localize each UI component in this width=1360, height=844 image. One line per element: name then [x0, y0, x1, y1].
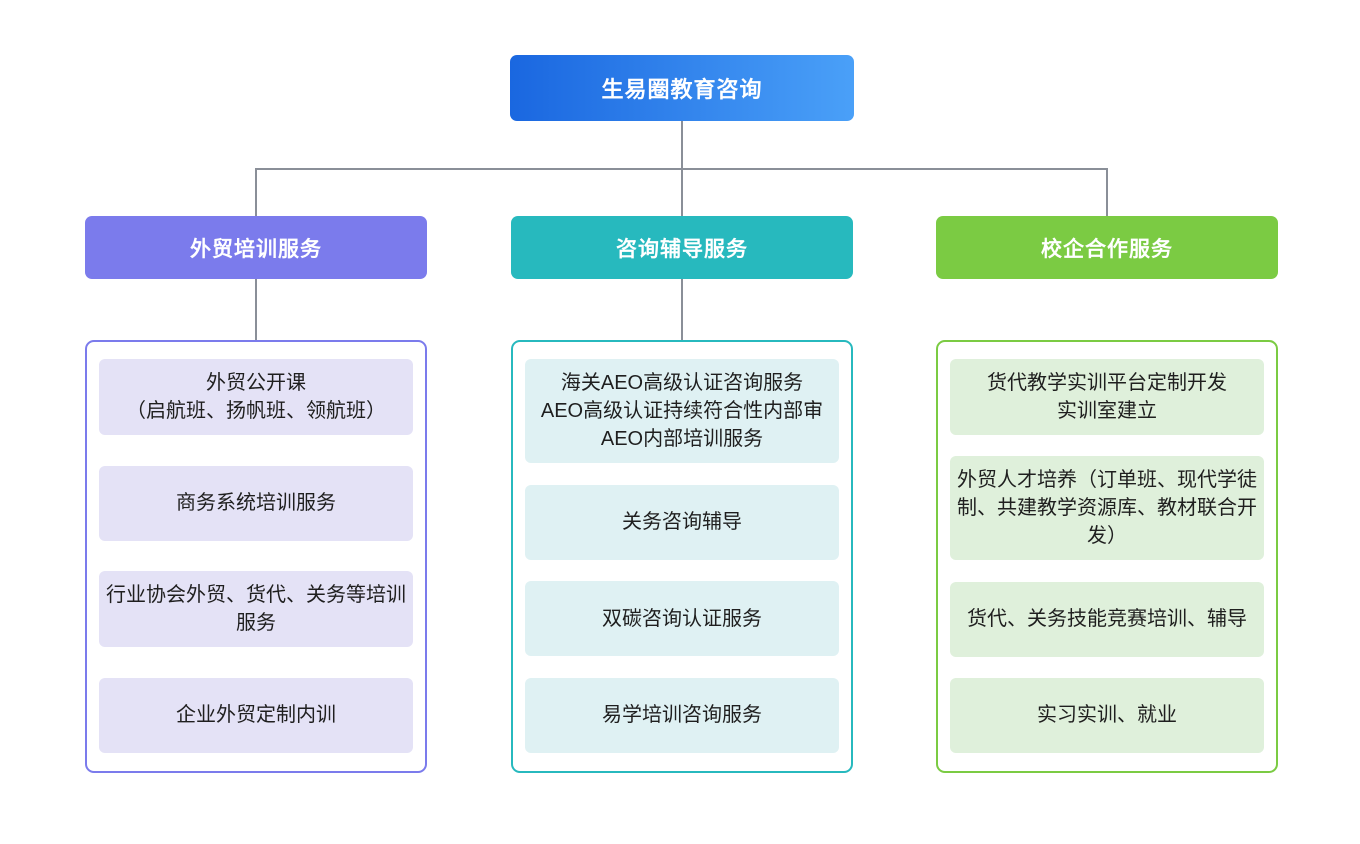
service-item-label: 行业协会外贸、货代、关务等培训服务	[106, 584, 406, 635]
service-item-label: 货代教学实训平台定制开发 实训室建立	[987, 372, 1227, 422]
service-item: 企业外贸定制内训	[99, 677, 413, 753]
service-item-label: 外贸人才培养（订单班、现代学徒制、共建教学资源库、教材联合开发）	[957, 469, 1257, 548]
connector-horizontal-spine	[256, 168, 1107, 170]
service-item: 货代教学实训平台定制开发 实训室建立	[950, 359, 1264, 435]
branch-header-school-cooperation: 校企合作服务	[936, 216, 1278, 279]
service-item-label: 企业外贸定制内训	[176, 704, 336, 727]
branch-container-consulting: 海关AEO高级认证咨询服务 AEO高级认证持续符合性内部审 AEO内部培训服务 …	[511, 340, 853, 773]
service-item-label: 易学培训咨询服务	[602, 704, 762, 727]
branch-container-trade-training: 外贸公开课 （启航班、扬帆班、领航班） 商务系统培训服务 行业协会外贸、货代、关…	[85, 340, 427, 773]
service-item: 关务咨询辅导	[525, 484, 839, 560]
connector-branch-2-to-container	[681, 279, 683, 340]
root-node: 生易圈教育咨询	[510, 55, 854, 121]
service-item-label: 海关AEO高级认证咨询服务 AEO高级认证持续符合性内部审 AEO内部培训服务	[540, 372, 824, 450]
service-item-label: 商务系统培训服务	[176, 492, 336, 515]
root-node-label: 生易圈教育咨询	[601, 77, 763, 102]
service-item: 行业协会外贸、货代、关务等培训服务	[99, 571, 413, 648]
connector-branch-1-to-container	[255, 279, 257, 340]
connector-branch-3-stub	[1106, 168, 1108, 216]
service-item: 外贸人才培养（订单班、现代学徒制、共建教学资源库、教材联合开发）	[950, 456, 1264, 561]
service-item-label: 货代、关务技能竞赛培训、辅导	[967, 608, 1247, 631]
branch-header-trade-training: 外贸培训服务	[85, 216, 427, 279]
branch-header-consulting: 咨询辅导服务	[511, 216, 853, 279]
branch-header-label: 咨询辅导服务	[616, 237, 748, 261]
branch-header-label: 外贸培训服务	[190, 237, 322, 261]
service-item-label: 实习实训、就业	[1037, 704, 1177, 727]
connector-branch-1-stub	[255, 168, 257, 216]
branch-header-label: 校企合作服务	[1041, 237, 1173, 261]
service-item-label: 双碳咨询认证服务	[602, 607, 762, 630]
service-item-label: 关务咨询辅导	[622, 511, 742, 534]
service-item: 易学培训咨询服务	[525, 677, 839, 753]
service-item-label: 外贸公开课 （启航班、扬帆班、领航班）	[126, 372, 386, 422]
service-item: 商务系统培训服务	[99, 465, 413, 541]
service-item: 海关AEO高级认证咨询服务 AEO高级认证持续符合性内部审 AEO内部培训服务	[525, 359, 839, 463]
branch-container-school-cooperation: 货代教学实训平台定制开发 实训室建立 外贸人才培养（订单班、现代学徒制、共建教学…	[936, 340, 1278, 773]
service-item: 货代、关务技能竞赛培训、辅导	[950, 581, 1264, 657]
service-item: 双碳咨询认证服务	[525, 581, 839, 657]
service-item: 外贸公开课 （启航班、扬帆班、领航班）	[99, 359, 413, 435]
service-item: 实习实训、就业	[950, 677, 1264, 753]
